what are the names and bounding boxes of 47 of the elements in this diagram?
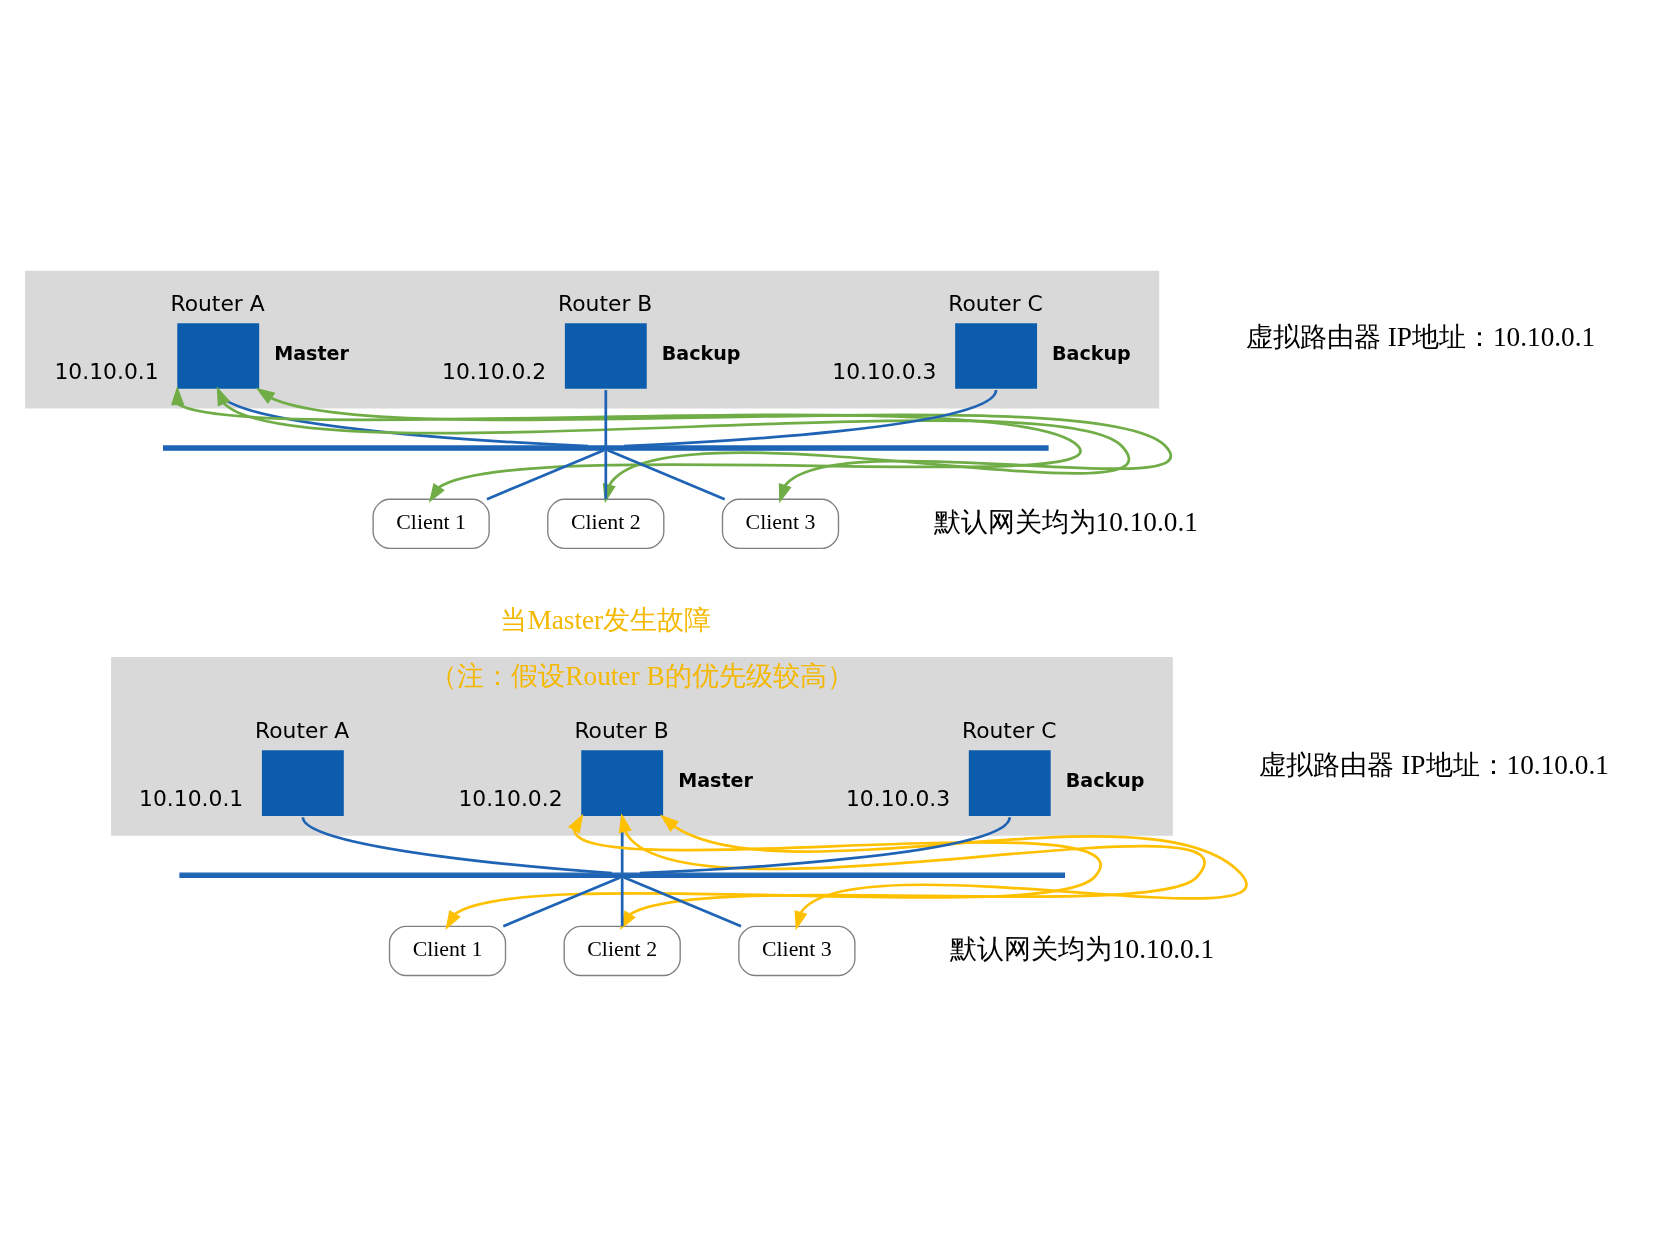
- node-box: [176, 323, 259, 389]
- connector: [301, 816, 612, 875]
- arrow: [444, 813, 1099, 930]
- label: 当Master发生故障: [499, 604, 711, 635]
- node-box: Client 1: [388, 925, 506, 977]
- node-box: Client 3: [737, 925, 856, 977]
- node-bar: [178, 872, 1065, 878]
- node-label: Router C: [947, 290, 1043, 316]
- node-label: Router B: [557, 290, 652, 316]
- node-label: 10.10.0.3: [831, 358, 936, 384]
- node-box: [968, 750, 1051, 816]
- node-label: Master: [273, 341, 349, 365]
- node-label: Router B: [573, 717, 669, 743]
- label: 虚拟路由器 IP地址：10.10.0.1: [1258, 749, 1609, 780]
- connector: [603, 390, 607, 446]
- connector: [623, 389, 997, 448]
- connector: [639, 816, 1011, 875]
- node-box: Client 2: [546, 498, 664, 550]
- node-box: [954, 323, 1037, 389]
- connector: [485, 449, 604, 501]
- connector: [623, 876, 742, 928]
- connector: [502, 876, 621, 928]
- node-label: 10.10.0.2: [457, 786, 563, 812]
- node-box: Client 1: [371, 498, 490, 550]
- node-box: Client 3: [721, 498, 839, 550]
- node-label: 10.10.0.2: [441, 358, 546, 384]
- node-box: Client 2: [563, 925, 681, 977]
- node-label: 10.10.0.3: [845, 786, 950, 812]
- label: 默认网关均为10.10.0.1: [933, 506, 1198, 537]
- node-label: 10.10.0.1: [53, 358, 159, 384]
- node-label: Router A: [254, 717, 349, 743]
- node-bar: [162, 445, 1049, 451]
- node-label: Router C: [961, 717, 1057, 743]
- label: 虚拟路由器 IP地址：10.10.0.1: [1245, 322, 1595, 353]
- node-label: Backup: [1051, 341, 1131, 365]
- node-label: Master: [677, 768, 753, 792]
- connector: [620, 877, 624, 927]
- node-label: Backup: [661, 341, 740, 365]
- connector: [603, 450, 607, 500]
- label: 默认网关均为10.10.0.1: [949, 933, 1214, 964]
- node-box: [580, 750, 663, 816]
- node-box: [261, 750, 344, 816]
- node-label: Router A: [169, 290, 265, 316]
- node-label: Backup: [1065, 768, 1144, 792]
- connector: [606, 449, 725, 501]
- node-label: 10.10.0.1: [138, 786, 243, 812]
- node-box: [564, 323, 647, 389]
